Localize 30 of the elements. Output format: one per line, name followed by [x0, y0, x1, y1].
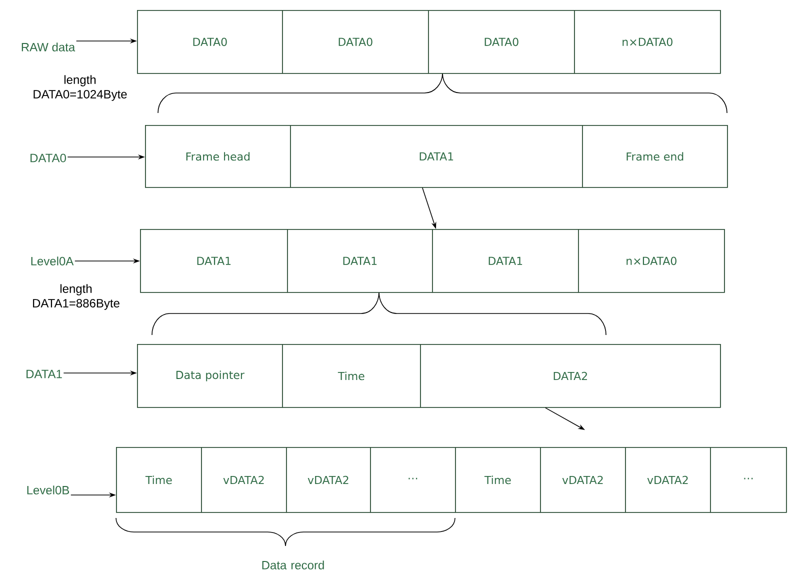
- data-cell: vDATA2: [540, 447, 626, 513]
- length-note: length DATA1=886Byte: [33, 284, 120, 310]
- data-cell: ⋯: [710, 447, 787, 513]
- data-cell: Frame end: [582, 125, 728, 188]
- data-cell: Time: [116, 447, 202, 513]
- data-cell: vDATA2: [625, 447, 711, 513]
- data-cell: ⋯: [370, 447, 456, 513]
- data-cell: DATA0: [137, 10, 283, 74]
- data-cell: Data pointer: [137, 344, 283, 408]
- row-label: DATA0: [30, 154, 66, 162]
- row-label: RAW data: [22, 42, 76, 52]
- row-label: Level0A: [31, 256, 74, 266]
- brace-label: Data record: [262, 560, 324, 570]
- data-cell: n×DATA0: [574, 10, 721, 74]
- data-cell: DATA1: [287, 229, 433, 293]
- data-cell: Time: [282, 344, 421, 408]
- data-cell: DATA0: [428, 10, 575, 74]
- data-cell: DATA1: [290, 125, 583, 188]
- data-cell: DATA0: [282, 10, 429, 74]
- data-cell: DATA1: [432, 229, 579, 293]
- length-note: length DATA0=1024Byte: [34, 75, 127, 101]
- row-label: DATA1: [26, 370, 62, 378]
- row-label: Level0B: [27, 486, 70, 494]
- data-cell: n×DATA0: [578, 229, 725, 293]
- data-cell: DATA1: [140, 229, 288, 293]
- data-cell: DATA2: [420, 344, 721, 408]
- data-cell: Frame head: [145, 125, 291, 188]
- data-cell: vDATA2: [286, 447, 371, 513]
- data-cell: Time: [455, 447, 541, 513]
- data-cell: vDATA2: [201, 447, 287, 513]
